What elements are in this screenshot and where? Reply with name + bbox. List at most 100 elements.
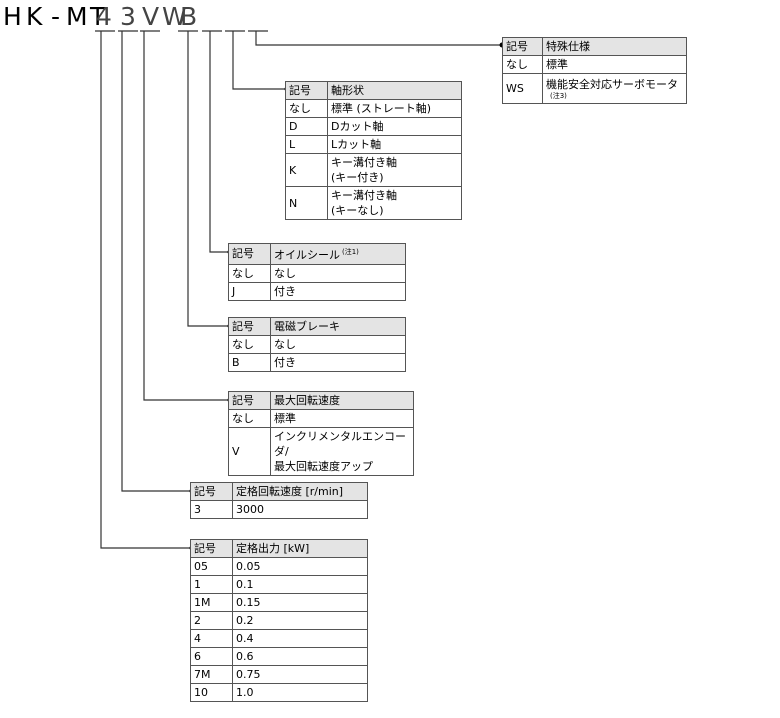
cell-symbol: 10 — [190, 683, 233, 702]
cell-value: 0.15 — [232, 593, 368, 612]
table-row: L Lカット軸 — [285, 135, 462, 154]
cell-symbol: なし — [228, 409, 271, 428]
table-row: K キー溝付き軸 (キー付き) — [285, 153, 462, 187]
table-row: B 付き — [228, 353, 406, 372]
model-char: 4 — [96, 2, 112, 31]
cell-symbol: J — [228, 281, 271, 301]
cell-value: 機能安全対応サーボモータ(注3) — [542, 73, 687, 104]
cell-symbol: K — [285, 153, 328, 187]
cell-symbol: 4 — [190, 629, 233, 648]
cell-symbol: なし — [502, 55, 543, 74]
cell-symbol: B — [228, 353, 271, 372]
header-symbol: 記号 — [502, 37, 543, 56]
header-symbol: 記号 — [228, 243, 271, 265]
cell-symbol: 3 — [190, 500, 233, 519]
cell-value: キー溝付き軸 (キーなし) — [327, 186, 462, 220]
table-header-row: 記号 最大回転速度 — [228, 391, 414, 410]
cell-value: 0.75 — [232, 665, 368, 684]
model-char: K — [26, 2, 43, 31]
cell-symbol: 05 — [190, 557, 233, 576]
header-text: オイルシール — [274, 248, 340, 262]
connector-brake — [187, 31, 230, 327]
table-header-row: 記号 定格回転速度 [r/min] — [190, 482, 368, 501]
rated-speed-table: 記号 定格回転速度 [r/min] 3 3000 — [190, 482, 368, 519]
shaft-shape-table: 記号 軸形状 なし 標準 (ストレート軸) D Dカット軸 L Lカット軸 K … — [285, 81, 462, 220]
cell-value: 付き — [270, 281, 406, 301]
connector-maxspeed — [143, 31, 230, 401]
brake-table: 記号 電磁ブレーキ なし なし B 付き — [228, 317, 406, 372]
table-header-row: 記号 特殊仕様 — [502, 37, 687, 56]
header-shaft-shape: 軸形状 — [327, 81, 462, 100]
cell-symbol: 1M — [190, 593, 233, 612]
table-row: D Dカット軸 — [285, 117, 462, 136]
connector-rated-output — [100, 31, 192, 549]
cell-value: なし — [270, 263, 406, 283]
cell-value: キー溝付き軸 (キー付き) — [327, 153, 462, 187]
cell-symbol: なし — [228, 263, 271, 283]
cell-text: 機能安全対応サーボモータ — [546, 78, 678, 91]
table-row: J 付き — [228, 281, 406, 301]
oil-seal-table: 記号 オイルシール(注1) なし なし J 付き — [228, 243, 406, 301]
header-oil-seal: オイルシール(注1) — [270, 243, 406, 265]
cell-value: 0.05 — [232, 557, 368, 576]
cell-symbol: L — [285, 135, 328, 154]
cell-symbol: なし — [285, 99, 328, 118]
header-symbol: 記号 — [228, 391, 271, 410]
cell-symbol: 1 — [190, 575, 233, 594]
table-row: なし 標準 (ストレート軸) — [285, 99, 462, 118]
connector-special — [255, 31, 502, 46]
model-char: H — [3, 2, 22, 31]
table-row: N キー溝付き軸 (キーなし) — [285, 186, 462, 220]
cell-symbol: D — [285, 117, 328, 136]
header-rated-speed: 定格回転速度 [r/min] — [232, 482, 368, 501]
footnote-mark: (注3) — [550, 92, 567, 100]
footnote-mark: (注1) — [342, 248, 359, 256]
cell-symbol: 6 — [190, 647, 233, 666]
table-row: WS 機能安全対応サーボモータ(注3) — [502, 73, 687, 104]
special-spec-table: 記号 特殊仕様 なし 標準 WS 機能安全対応サーボモータ(注3) — [502, 37, 687, 104]
model-char: M — [66, 2, 88, 31]
cell-value: 1.0 — [232, 683, 368, 702]
cell-value: Dカット軸 — [327, 117, 462, 136]
header-max-speed: 最大回転速度 — [270, 391, 414, 410]
cell-symbol: V — [228, 427, 271, 476]
cell-value: 0.6 — [232, 647, 368, 666]
header-special-spec: 特殊仕様 — [542, 37, 687, 56]
cell-symbol: 7M — [190, 665, 233, 684]
max-speed-table: 記号 最大回転速度 なし 標準 V インクリメンタルエンコーダ/ 最大回転速度ア… — [228, 391, 414, 476]
model-char: T — [90, 2, 106, 31]
model-char: B — [180, 2, 198, 31]
cell-symbol: N — [285, 186, 328, 220]
header-symbol: 記号 — [285, 81, 328, 100]
table-header-row: 記号 オイルシール(注1) — [228, 243, 406, 265]
cell-symbol: WS — [502, 73, 543, 104]
header-symbol: 記号 — [190, 482, 233, 501]
cell-symbol: なし — [228, 335, 271, 354]
cell-value: インクリメンタルエンコーダ/ 最大回転速度アップ — [270, 427, 414, 476]
table-row: なし なし — [228, 263, 406, 283]
cell-value: 標準 — [270, 409, 414, 428]
table-row: なし 標準 — [502, 55, 687, 74]
connector-oil — [209, 31, 230, 253]
cell-value: 標準 — [542, 55, 687, 74]
table-row: 3 3000 — [190, 500, 368, 519]
cell-value: 標準 (ストレート軸) — [327, 99, 462, 118]
cell-value: 0.4 — [232, 629, 368, 648]
header-symbol: 記号 — [190, 539, 233, 558]
cell-value: 0.2 — [232, 611, 368, 630]
connector-rated-speed — [121, 31, 192, 492]
table-row: V インクリメンタルエンコーダ/ 最大回転速度アップ — [228, 427, 414, 476]
header-rated-output: 定格出力 [kW] — [232, 539, 368, 558]
table-header-row: 記号 電磁ブレーキ — [228, 317, 406, 336]
table-row: なし 標準 — [228, 409, 414, 428]
model-char: 3 — [120, 2, 136, 31]
model-char: V — [142, 2, 160, 31]
